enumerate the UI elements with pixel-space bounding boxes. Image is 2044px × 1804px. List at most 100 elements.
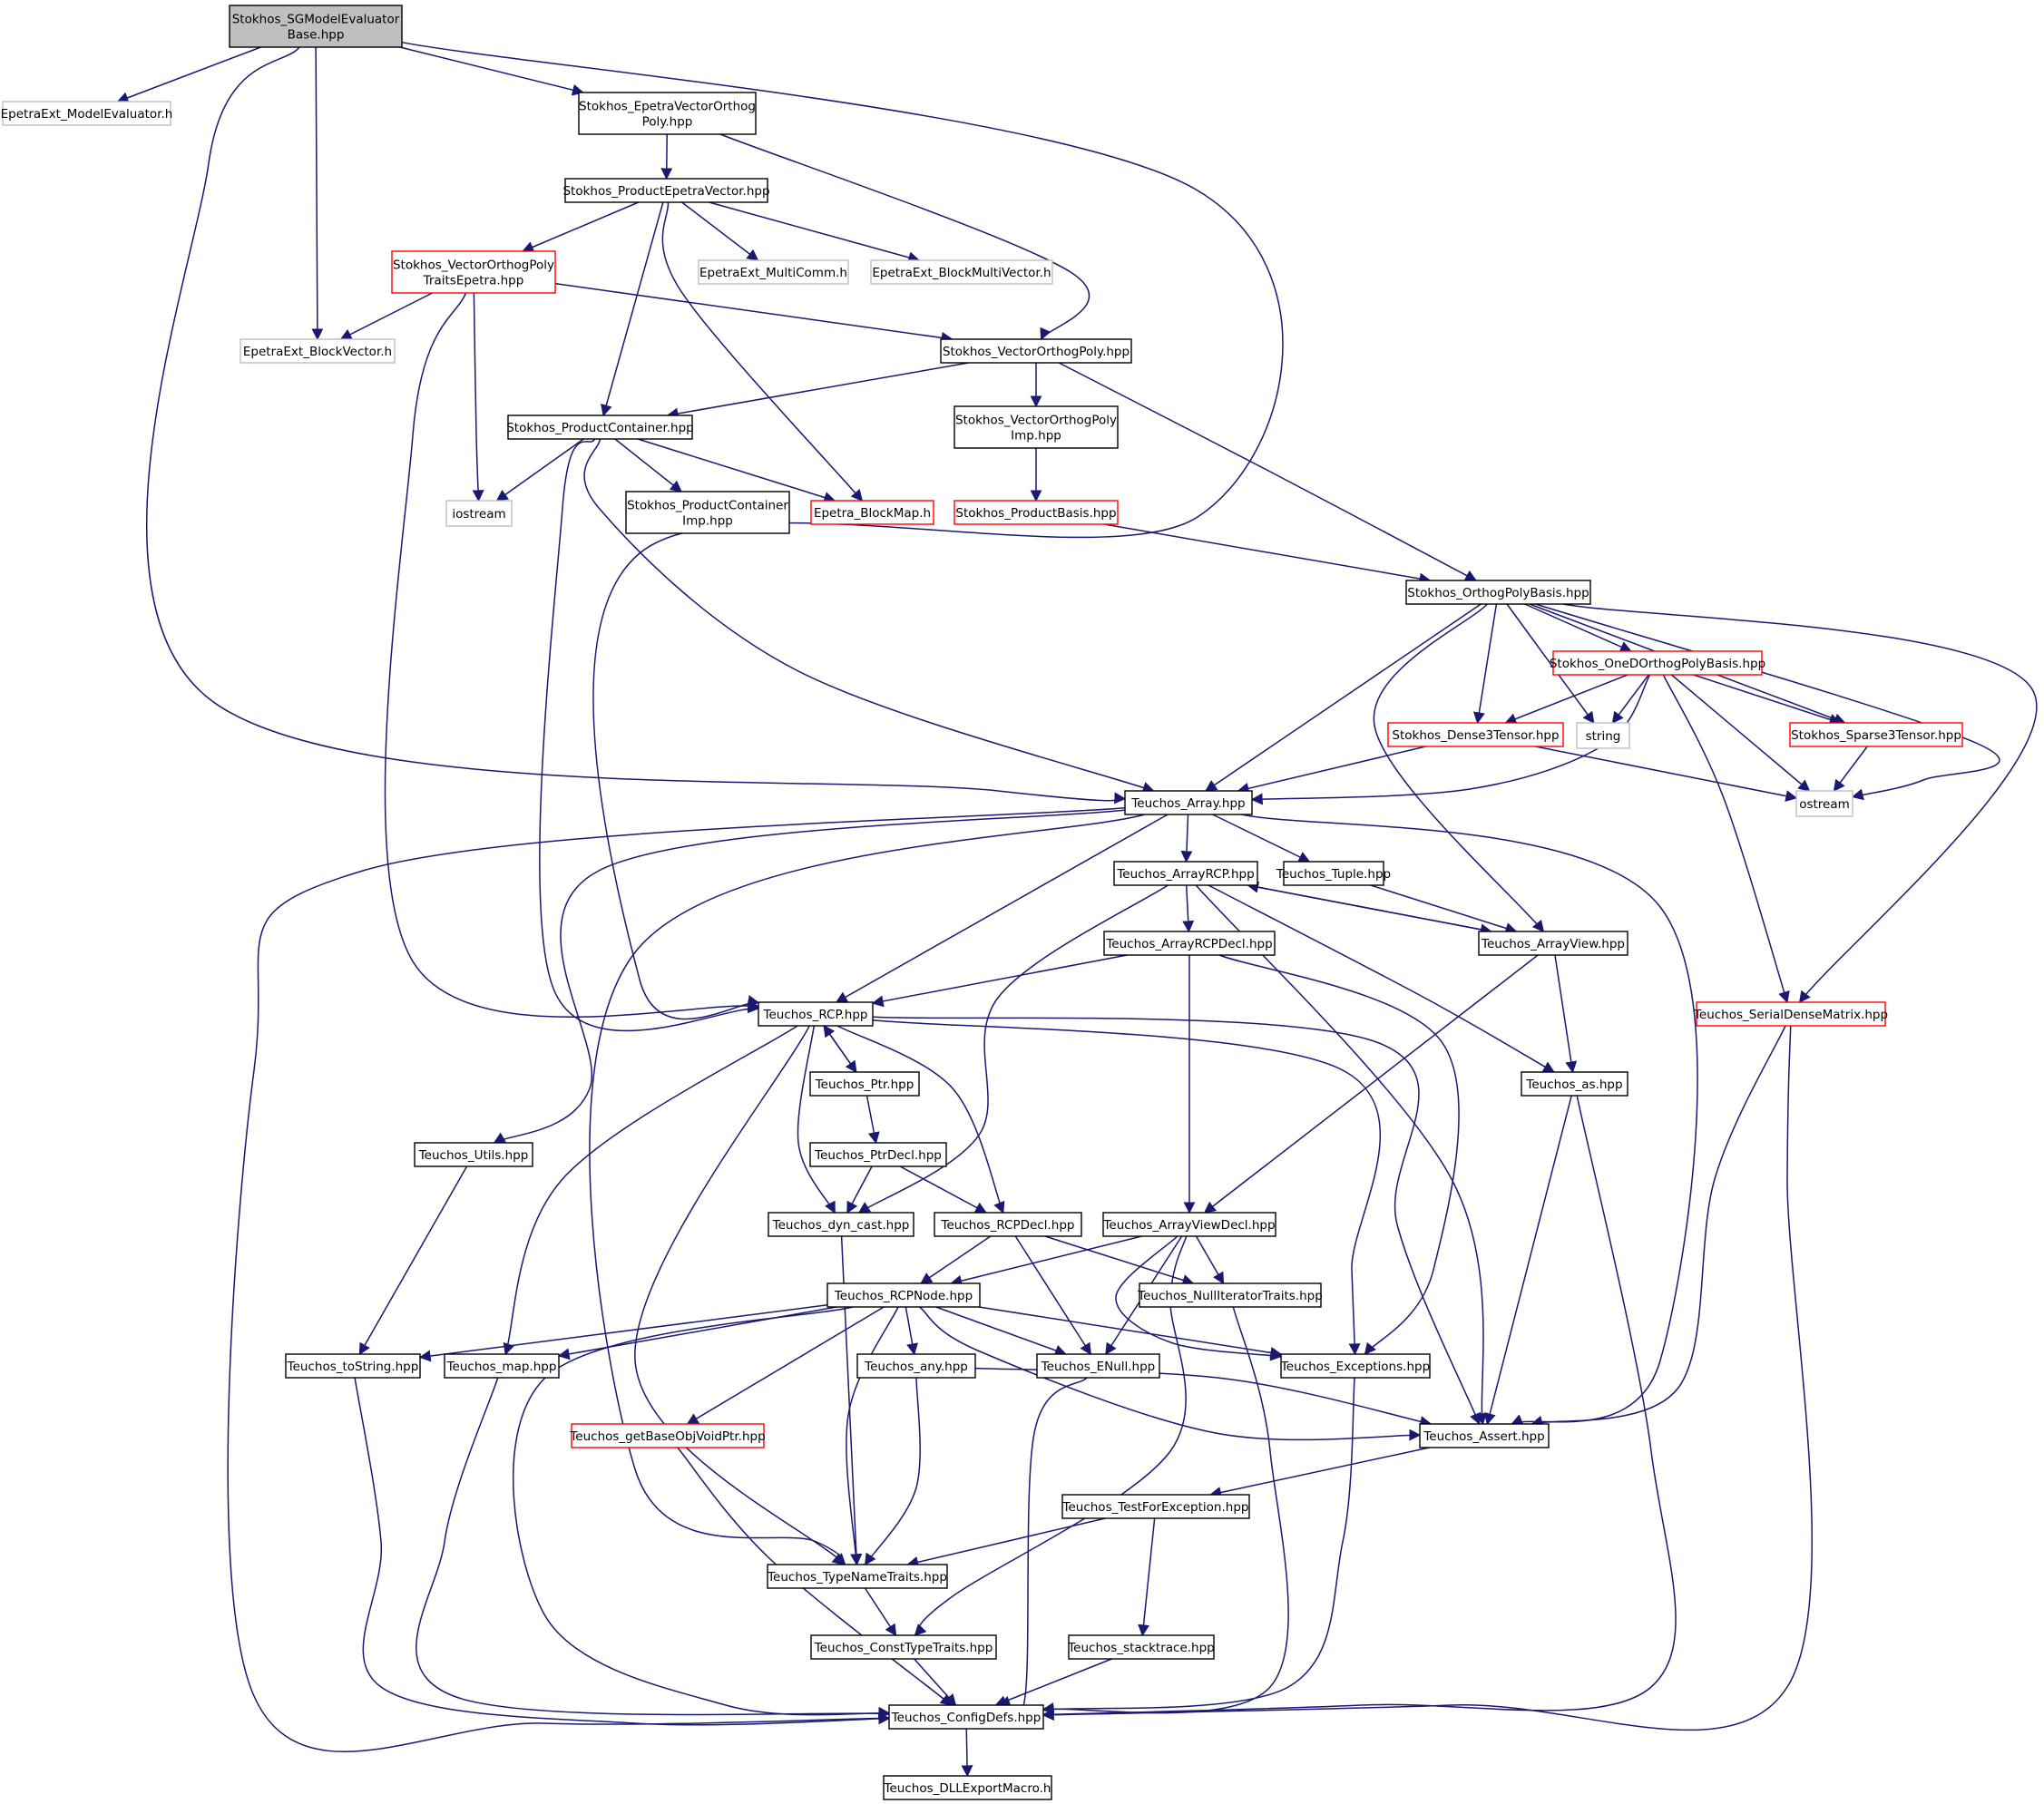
edge-vop-to-opb xyxy=(1058,362,1478,581)
node-dll[interactable]: Teuchos_DLLExportMacro.h xyxy=(883,1775,1052,1800)
edge-oneopb-to-string xyxy=(1611,674,1649,725)
node-tuple[interactable]: Teuchos_Tuple.hpp xyxy=(1276,861,1391,886)
node-rcpdecl[interactable]: Teuchos_RCPDecl.hpp xyxy=(934,1212,1082,1237)
node-box-dyncast xyxy=(768,1212,914,1237)
node-label-rcpdecl-0: Teuchos_RCPDecl.hpp xyxy=(941,1218,1075,1233)
edge-ptr-to-ptrdecl xyxy=(866,1095,880,1145)
node-label-mcomm-0: EpetraExt_MultiComm.h xyxy=(699,266,847,280)
edge-map-to-config xyxy=(416,1377,891,1720)
edge-arcp-to-dyncast xyxy=(857,884,1169,1214)
node-tfe[interactable]: Teuchos_TestForException.hpp xyxy=(1061,1494,1250,1519)
node-blockmap[interactable]: Epetra_BlockMap.h xyxy=(810,500,934,525)
node-opb[interactable]: Stokhos_OrthogPolyBasis.hpp xyxy=(1405,580,1591,605)
edge-ctt-to-config xyxy=(914,1658,957,1706)
node-box-arcpdecl xyxy=(1103,931,1276,956)
edge-pc-to-rcp xyxy=(539,438,760,1032)
edge-rcp-to-exc xyxy=(872,1019,1381,1356)
node-box-stacktrace xyxy=(1068,1634,1215,1660)
edge-ptr-to-rcp xyxy=(823,1024,857,1073)
node-getbase[interactable]: Teuchos_getBaseObjVoidPtr.hpp xyxy=(569,1423,766,1448)
edge-aviewdecl-to-rcpnode xyxy=(950,1235,1142,1287)
node-pc[interactable]: Stokhos_ProductContainer.hpp xyxy=(506,414,694,440)
edge-tfe-to-tnt xyxy=(906,1517,1106,1568)
edge-opb-to-d3t xyxy=(1472,603,1498,725)
edge-rcp-to-tnt xyxy=(634,1025,846,1565)
node-as[interactable]: Teuchos_as.hpp xyxy=(1521,1071,1628,1097)
node-label-getbase-0: Teuchos_getBaseObjVoidPtr.hpp xyxy=(569,1429,765,1444)
edge-array-to-tnt xyxy=(589,814,1146,1565)
node-label-ctt-0: Teuchos_ConstTypeTraits.hpp xyxy=(814,1641,993,1655)
node-vop[interactable]: Stokhos_VectorOrthogPoly.hpp xyxy=(940,338,1132,364)
node-box-vopimp xyxy=(954,405,1119,449)
node-any[interactable]: Teuchos_any.hpp xyxy=(856,1353,976,1379)
node-box-d3t xyxy=(1387,722,1564,747)
edge-vop-to-pc xyxy=(666,362,969,420)
node-label-bvec-0: EpetraExt_BlockVector.h xyxy=(243,345,392,359)
node-arcp[interactable]: Teuchos_ArrayRCP.hpp xyxy=(1113,861,1258,886)
node-ptrdecl[interactable]: Teuchos_PtrDecl.hpp xyxy=(809,1142,947,1167)
node-box-rcp xyxy=(758,1001,874,1027)
edge-array-to-utils xyxy=(493,809,1126,1144)
node-label-vop-0: Stokhos_VectorOrthogPoly.hpp xyxy=(943,345,1130,359)
edge-rcpnode-to-map xyxy=(557,1306,837,1360)
node-box-pev xyxy=(564,178,768,203)
node-box-iostream xyxy=(445,500,513,527)
node-box-ptrdecl xyxy=(809,1142,947,1167)
node-box-mcomm xyxy=(698,259,849,285)
node-pbasis[interactable]: Stokhos_ProductBasis.hpp xyxy=(954,500,1119,525)
edge-tostring-to-config xyxy=(354,1377,891,1726)
node-nullit[interactable]: Teuchos_NullIteratorTraits.hpp xyxy=(1137,1282,1323,1308)
edge-arcp-to-assert xyxy=(1195,884,1488,1426)
node-ctt[interactable]: Teuchos_ConstTypeTraits.hpp xyxy=(810,1634,997,1660)
node-box-vop xyxy=(940,338,1132,364)
node-enull[interactable]: Teuchos_ENull.hpp xyxy=(1036,1353,1160,1379)
node-ptr[interactable]: Teuchos_Ptr.hpp xyxy=(809,1071,920,1097)
edge-rcpnode-to-assert xyxy=(919,1306,1422,1441)
edge-rcpnode-to-exc xyxy=(978,1306,1283,1359)
node-array[interactable]: Teuchos_Array.hpp xyxy=(1124,790,1253,815)
node-d3t[interactable]: Stokhos_Dense3Tensor.hpp xyxy=(1387,722,1564,747)
node-s3t[interactable]: Stokhos_Sparse3Tensor.hpp xyxy=(1789,722,1963,747)
node-label-pbasis-0: Stokhos_ProductBasis.hpp xyxy=(955,506,1116,521)
node-box-exc xyxy=(1280,1353,1431,1379)
node-map[interactable]: Teuchos_map.hpp xyxy=(444,1353,560,1379)
node-dyncast[interactable]: Teuchos_dyn_cast.hpp xyxy=(768,1212,914,1237)
node-bmv: EpetraExt_BlockMultiVector.h xyxy=(870,259,1053,285)
edge-rcp-to-dyncast xyxy=(797,1025,836,1214)
node-tnt[interactable]: Teuchos_TypeNameTraits.hpp xyxy=(767,1564,948,1589)
node-assert[interactable]: Teuchos_Assert.hpp xyxy=(1419,1423,1550,1448)
node-utils[interactable]: Teuchos_Utils.hpp xyxy=(414,1142,533,1167)
node-label-arcp-0: Teuchos_ArrayRCP.hpp xyxy=(1116,867,1254,882)
node-config[interactable]: Teuchos_ConfigDefs.hpp xyxy=(888,1704,1044,1730)
node-tostring[interactable]: Teuchos_toString.hpp xyxy=(285,1353,421,1379)
edge-arcp-to-as xyxy=(1208,884,1555,1073)
node-pev[interactable]: Stokhos_ProductEpetraVector.hpp xyxy=(562,178,770,203)
node-aviewdecl[interactable]: Teuchos_ArrayViewDecl.hpp xyxy=(1102,1212,1276,1237)
edge-array-to-assert xyxy=(1241,814,1698,1426)
node-exc[interactable]: Teuchos_Exceptions.hpp xyxy=(1280,1353,1431,1379)
node-box-sdm xyxy=(1696,1001,1886,1027)
edge-vopte-to-bvec xyxy=(339,292,433,340)
node-epmodeval: EpetraExt_ModelEvaluator.h xyxy=(1,101,172,126)
edge-tfe-to-stacktrace xyxy=(1138,1517,1156,1637)
edge-as-to-assert xyxy=(1483,1095,1572,1426)
node-sdm[interactable]: Teuchos_SerialDenseMatrix.hpp xyxy=(1693,1001,1888,1027)
node-rcpnode[interactable]: Teuchos_RCPNode.hpp xyxy=(826,1282,981,1308)
node-box-pbasis xyxy=(954,500,1119,525)
node-label-root-0: Stokhos_SGModelEvaluator xyxy=(232,12,400,26)
node-stacktrace[interactable]: Teuchos_stacktrace.hpp xyxy=(1067,1634,1215,1660)
node-arcpdecl[interactable]: Teuchos_ArrayRCPDecl.hpp xyxy=(1103,931,1276,956)
node-aview[interactable]: Teuchos_ArrayView.hpp xyxy=(1478,931,1628,956)
edge-array-to-rcp xyxy=(835,814,1169,1003)
node-rcp[interactable]: Teuchos_RCP.hpp xyxy=(758,1001,874,1027)
node-box-enull xyxy=(1036,1353,1160,1379)
node-box-arcp xyxy=(1113,861,1258,886)
node-oneopb[interactable]: Stokhos_OneDOrthogPolyBasis.hpp xyxy=(1550,650,1765,676)
node-label-dyncast-0: Teuchos_dyn_cast.hpp xyxy=(772,1218,910,1233)
node-label-as-0: Teuchos_as.hpp xyxy=(1525,1078,1622,1092)
